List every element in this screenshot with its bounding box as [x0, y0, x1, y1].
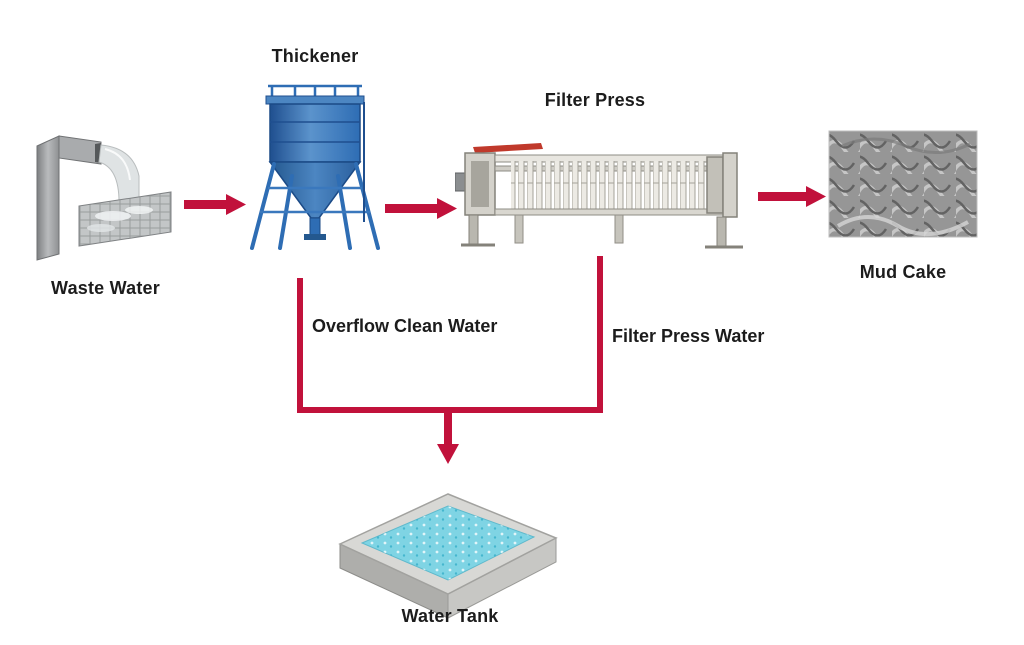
node-filter-press [455, 133, 755, 251]
thickener-label: Thickener [271, 46, 359, 66]
waste-water-label: Waste Water [51, 278, 160, 298]
filter-press-water-label: Filter Press Water [612, 326, 765, 346]
node-thickener [240, 72, 390, 267]
mud-cake-label: Mud Cake [859, 262, 947, 282]
node-mud-cake [828, 130, 978, 238]
overflow-clean-water-label: Overflow Clean Water [312, 316, 498, 336]
mud-cake-icon [828, 130, 978, 238]
arrow-thickener-to-filterpress-icon [385, 198, 457, 219]
node-waste-water [35, 128, 175, 266]
node-water-tank [330, 486, 570, 624]
waste-water-icon [36, 135, 172, 261]
filter-press-icon [455, 143, 743, 249]
arrow-waste-to-thickener-icon [184, 194, 246, 215]
arrow-filterpress-to-mudcake-icon [758, 186, 826, 207]
water-tank-icon [338, 493, 558, 619]
water-return-lines-icon [297, 256, 603, 464]
water-tank-label: Water Tank [401, 606, 499, 626]
thickener-icon [250, 84, 380, 250]
filter-press-label: Filter Press [544, 90, 646, 110]
